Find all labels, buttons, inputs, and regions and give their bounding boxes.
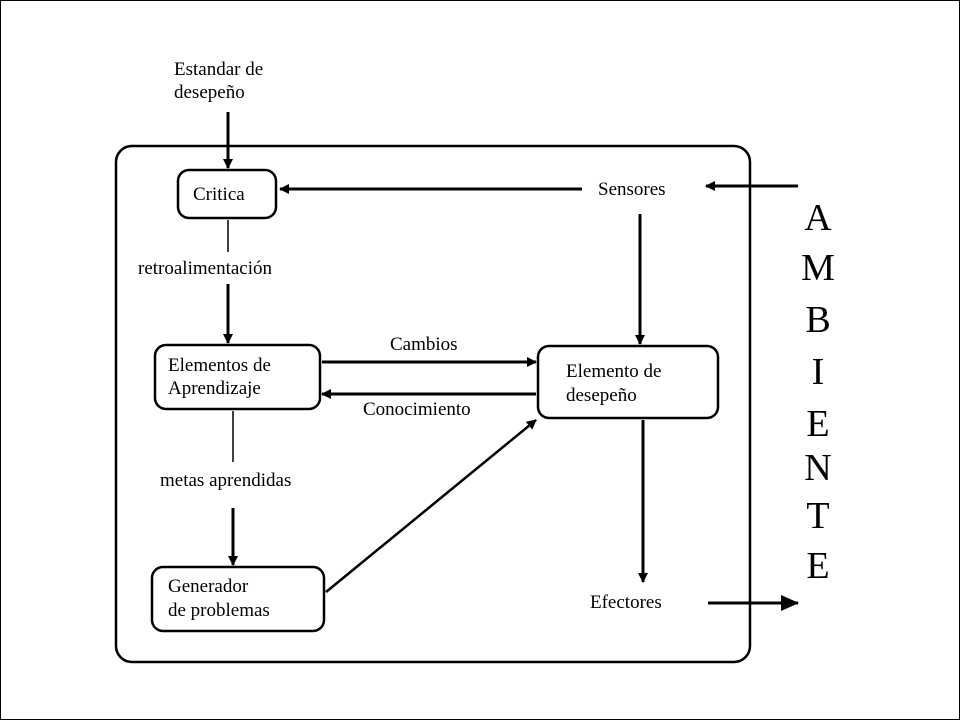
environment-letter: T: [806, 495, 829, 537]
environment-letter: N: [804, 447, 831, 489]
learning-element-label-line2: Aprendizaje: [168, 378, 261, 399]
learning-element-box: [153, 343, 322, 411]
environment-letter: I: [812, 351, 825, 393]
agent-frame: [114, 144, 752, 664]
standard-label-line1: Estandar de: [174, 59, 263, 80]
environment-letter: A: [804, 197, 832, 239]
knowledge-label: Conocimiento: [363, 399, 471, 420]
standard-label-line2: desepeño: [174, 82, 245, 103]
critic-box: [176, 168, 278, 220]
critic-label: Critica: [193, 184, 245, 205]
learning-goals-label: metas aprendidas: [160, 470, 291, 491]
environment-letter: B: [805, 299, 830, 341]
environment-letter: M: [801, 247, 835, 289]
generator-to-performance-arrow: [325, 419, 537, 593]
feedback-label: retroalimentación: [138, 258, 272, 279]
performance-element-label-line2: desepeño: [566, 385, 637, 406]
environment-letter: E: [806, 545, 829, 587]
learning-element-label-line1: Elementos de: [168, 355, 271, 376]
environment-label: A M B I E N T E: [801, 197, 835, 587]
problem-generator-box: [150, 565, 326, 633]
changes-label: Cambios: [390, 334, 458, 355]
problem-generator-label-line2: de problemas: [168, 600, 270, 621]
environment-letter: E: [806, 403, 829, 445]
performance-element-label-line1: Elemento de: [566, 361, 662, 382]
sensors-label: Sensores: [598, 179, 666, 200]
performance-element-box: [536, 344, 720, 420]
effectors-label: Efectores: [590, 592, 662, 613]
problem-generator-label-line1: Generador: [168, 576, 249, 597]
